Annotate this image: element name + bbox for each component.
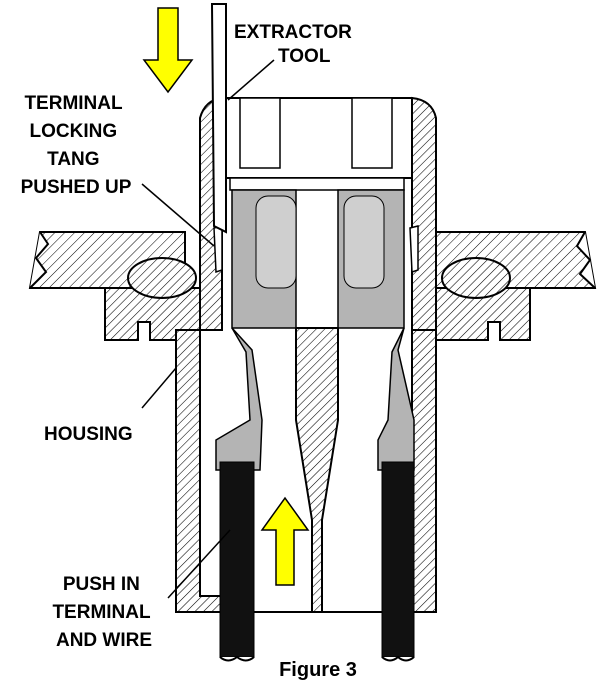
terminal-locking-tang-label: TERMINAL LOCKING TANG PUSHED UP (21, 93, 132, 198)
seal-ring-right (441, 257, 511, 299)
push-up-arrow-icon (260, 496, 310, 586)
push-in-label: PUSH IN TERMINAL AND WIRE (52, 574, 155, 651)
wire-right (381, 461, 415, 662)
terminal-left (215, 189, 297, 471)
top-insert (221, 97, 413, 191)
terminal-right (337, 189, 415, 471)
leader-lines (141, 59, 275, 599)
wire-left (219, 461, 255, 662)
figure-caption: Figure 3 (279, 659, 357, 681)
center-divider (295, 327, 339, 613)
seal-ring-left (127, 257, 197, 299)
extractor-tool (210, 3, 227, 234)
locking-tang-right (409, 225, 419, 274)
housing-label: HOUSING (44, 424, 133, 445)
push-down-arrow-icon (142, 7, 194, 94)
extractor-tool-label: EXTRACTOR TOOL (234, 22, 357, 67)
locking-tang-left (213, 225, 223, 274)
